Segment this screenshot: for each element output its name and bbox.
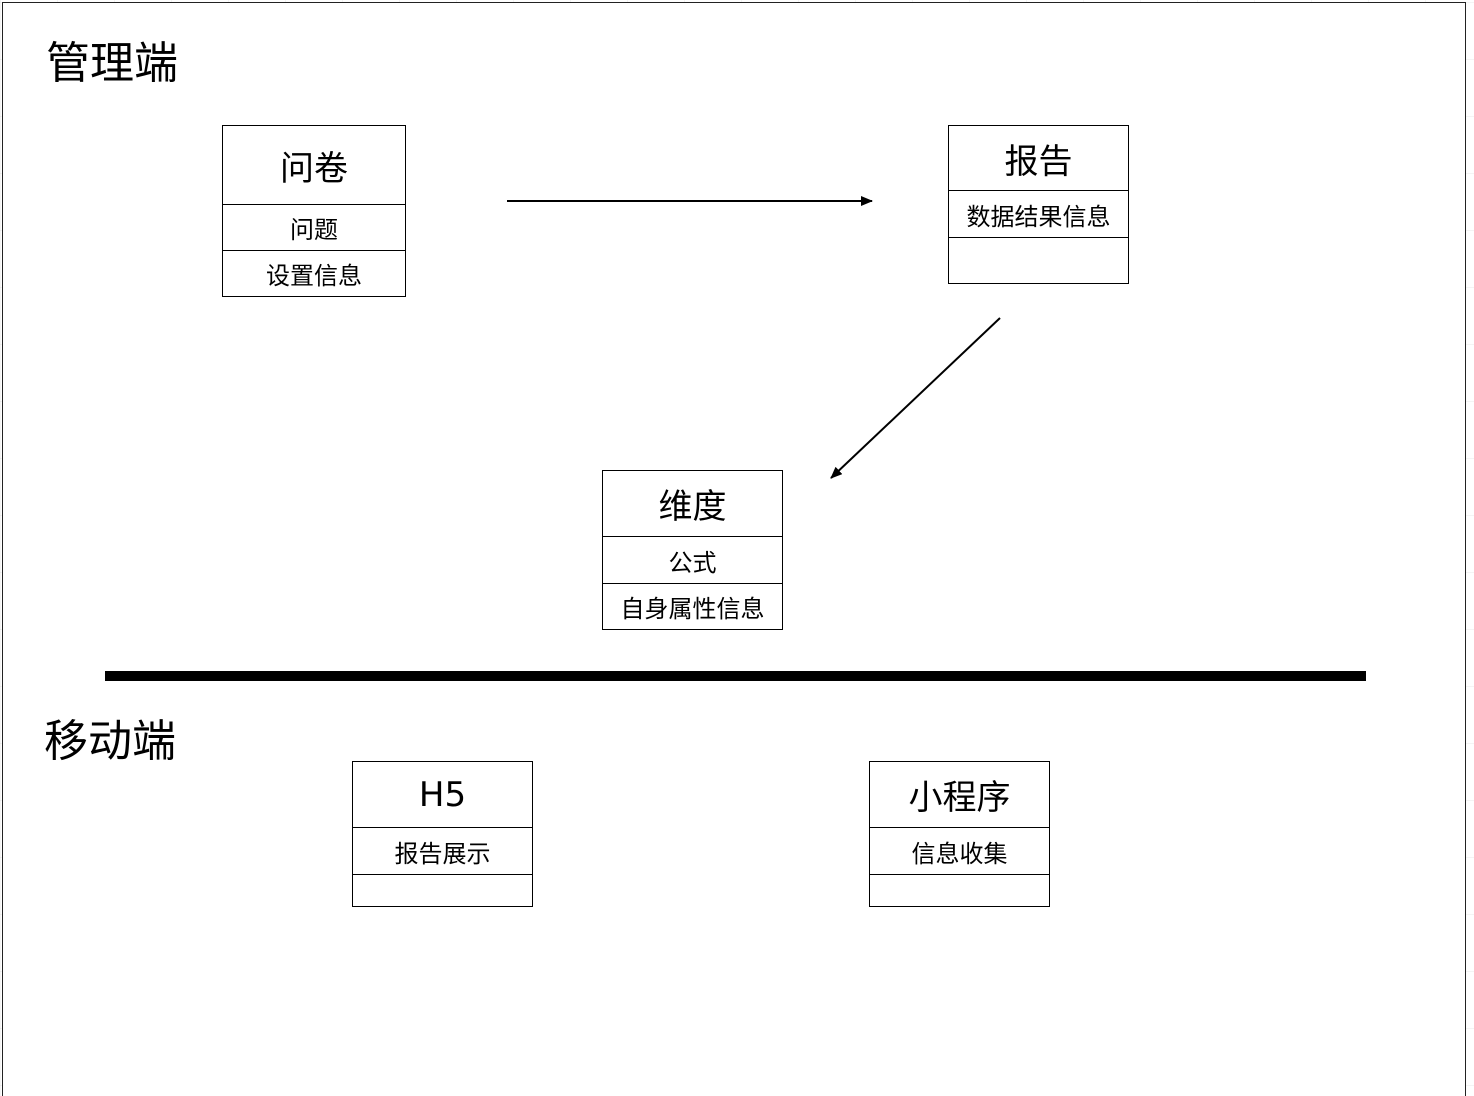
miniprogram-entity-box[interactable]: 小程序 信息收集 bbox=[869, 761, 1050, 907]
h5-field-report-display: 报告展示 bbox=[353, 828, 532, 875]
section-divider bbox=[105, 671, 1366, 681]
questionnaire-entity-title: 问卷 bbox=[223, 126, 405, 205]
mobile-section-title: 移动端 bbox=[44, 716, 176, 767]
dimension-entity-title: 维度 bbox=[603, 471, 782, 537]
questionnaire-field-settings: 设置信息 bbox=[266, 262, 362, 290]
questionnaire-entity-box[interactable]: 问卷 问题 设置信息 bbox=[222, 125, 406, 297]
questionnaire-field-questions: 问题 bbox=[223, 205, 405, 251]
report-field-data-results: 数据结果信息 bbox=[949, 191, 1128, 238]
dimension-entity-box[interactable]: 维度 公式 自身属性信息 bbox=[602, 470, 783, 630]
dimension-field-attributes: 自身属性信息 bbox=[620, 595, 765, 623]
report-entity-title: 报告 bbox=[949, 126, 1128, 191]
h5-entity-title: H5 bbox=[353, 762, 532, 828]
miniprogram-field-info-collection: 信息收集 bbox=[870, 828, 1049, 875]
miniprogram-entity-title: 小程序 bbox=[870, 762, 1049, 828]
arrow-report-to-dimension[interactable] bbox=[830, 317, 1001, 479]
report-entity-box[interactable]: 报告 数据结果信息 bbox=[948, 125, 1129, 284]
dimension-field-formula: 公式 bbox=[603, 537, 782, 584]
h5-entity-box[interactable]: H5 报告展示 bbox=[352, 761, 533, 907]
admin-section-title: 管理端 bbox=[46, 38, 178, 89]
